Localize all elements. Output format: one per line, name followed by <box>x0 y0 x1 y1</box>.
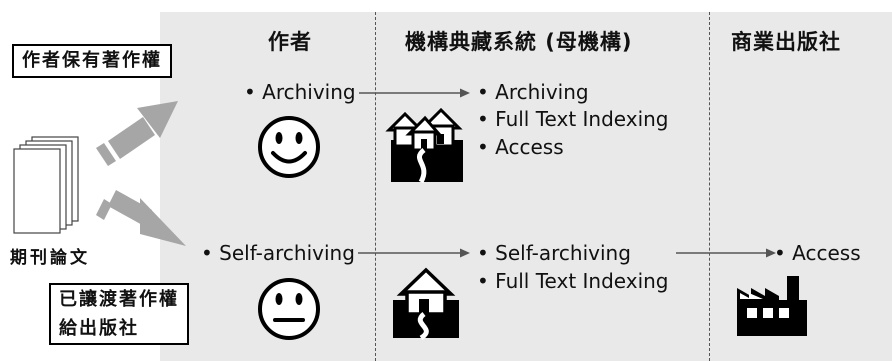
transferred-copyright-box: 已讓渡著作權 給出版社 <box>49 283 189 345</box>
happy-face-icon <box>258 116 320 178</box>
document-stack-icon <box>13 136 79 234</box>
transferred-copyright-line2: 給出版社 <box>59 318 139 339</box>
houses-icon <box>385 107 463 184</box>
column-heading-repository: 機構典藏系統 (母機構) <box>405 30 633 54</box>
row2-publisher-item-access: • Access <box>774 241 861 265</box>
divider-repository-publisher <box>709 12 710 361</box>
house-icon <box>393 267 459 341</box>
row2-repository-item-fulltext: • Full Text Indexing <box>477 269 669 293</box>
divider-author-repository <box>375 12 376 361</box>
column-heading-publisher: 商業出版社 <box>731 30 841 54</box>
transferred-copyright-line1: 已讓渡著作權 <box>59 289 179 310</box>
column-heading-author: 作者 <box>268 30 312 54</box>
author-keeps-copyright-text: 作者保有著作權 <box>22 50 162 71</box>
arrow-to-author-selfarchiving <box>96 190 186 246</box>
factory-icon <box>737 276 807 336</box>
journal-article-label: 期刊論文 <box>10 248 90 268</box>
arrow-to-author-archiving <box>96 101 178 166</box>
author-keeps-copyright-box: 作者保有著作權 <box>12 44 172 78</box>
row1-author-archiving: • Archiving <box>244 80 356 104</box>
neutral-face-icon <box>258 278 320 340</box>
row1-repository-item-fulltext: • Full Text Indexing <box>477 107 669 131</box>
row2-author-selfarchiving: • Self-archiving <box>201 241 355 265</box>
row1-repository-item-archiving: • Archiving <box>477 80 589 104</box>
row1-repository-item-access: • Access <box>477 135 564 159</box>
row2-repository-item-selfarchiving: • Self-archiving <box>477 241 631 265</box>
